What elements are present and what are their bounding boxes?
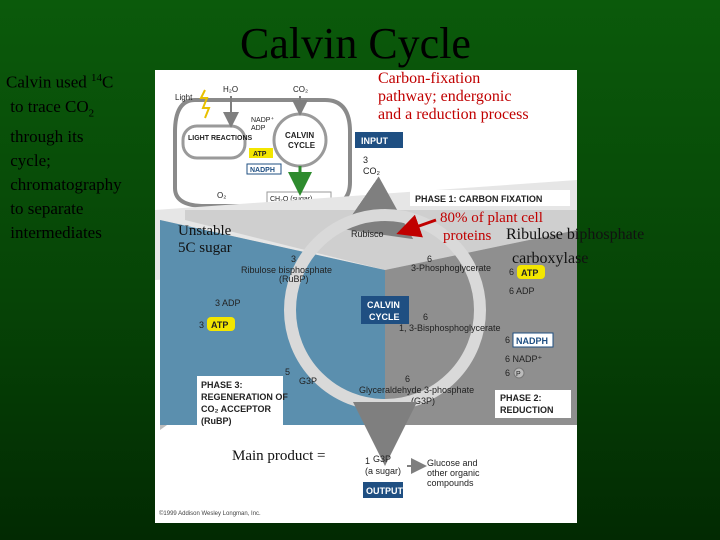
phase3-label-2: REGENERATION OF — [201, 392, 288, 402]
note-line-1: Calvin used 14C — [6, 72, 114, 92]
nadp6-label: 6 NADP⁺ — [505, 354, 543, 364]
nadp-mini-label: NADP⁺ — [251, 116, 274, 124]
glucose-label-2: other organic — [427, 468, 480, 478]
adp-mini-label: ADP — [251, 125, 266, 132]
rubisco-name-1: Ribulose biphosphate — [506, 226, 645, 243]
light-reactions-label: LIGHT REACTIONS — [188, 135, 252, 142]
light-label: Light — [175, 93, 193, 102]
bpg-label: 1, 3-Bisphosphoglycerate — [399, 323, 501, 333]
glucose-label-1: Glucose and — [427, 458, 478, 468]
note-line-7: intermediates — [10, 223, 102, 243]
phase3-label-1: PHASE 3: — [201, 380, 243, 390]
nadph-mini-label: NADPH — [250, 167, 275, 174]
atp-mini-badge — [249, 148, 273, 158]
phase2-label-1: PHASE 2: — [500, 393, 542, 403]
carbon-fixation-note: Carbon-fixation pathway; endergonic and … — [378, 70, 529, 123]
o2-label: O₂ — [217, 191, 226, 200]
output-label: OUTPUT — [366, 486, 404, 496]
phase3-label-3: CO₂ ACCEPTOR — [201, 404, 272, 414]
h2o-label: H₂O — [223, 85, 238, 94]
atp6-label: ATP — [521, 268, 538, 278]
atp6-count: 6 — [509, 267, 514, 277]
atp3-count: 3 — [199, 320, 204, 330]
g3p5-label: G3P — [299, 376, 317, 386]
calvin-cycle-figure: Light H₂O CO₂ NADP⁺ ADP LIGHT REACTIONS … — [155, 70, 577, 523]
adp3-label: 3 ADP — [215, 298, 241, 308]
calvin-center-2: CYCLE — [369, 312, 400, 322]
phase2-label-box — [495, 390, 571, 418]
atp-mini-label: ATP — [253, 151, 267, 158]
adp6-label: 6 ADP — [509, 286, 535, 296]
figure-svg: Light H₂O CO₂ NADP⁺ ADP LIGHT REACTIONS … — [155, 78, 577, 517]
phase3-label-box — [197, 376, 283, 430]
atp3-badge — [207, 317, 235, 331]
g3p5-count: 5 — [285, 367, 290, 377]
nadph-mini-badge — [246, 163, 282, 175]
rubisco-name-2: carboxylase — [512, 250, 589, 267]
input-label: INPUT — [361, 136, 389, 146]
nadph6-count: 6 — [505, 335, 510, 345]
input-co2: CO₂ — [363, 166, 381, 176]
note-line-4: cycle; — [10, 151, 51, 171]
phase2-label-2: REDUCTION — [500, 405, 554, 415]
note-line-6: to separate — [10, 199, 84, 219]
g3p6-count: 6 — [405, 374, 410, 384]
note-line-3: through its — [10, 127, 84, 147]
output-badge — [363, 482, 403, 498]
rubisco-pointer-arrow — [396, 214, 437, 238]
calvin-mini-label-1: CALVIN — [285, 131, 314, 140]
unstable-sugar-note: Unstable 5C sugar — [178, 223, 232, 256]
plant-cell-note-2: proteins — [443, 228, 492, 244]
nadph6-label: NADPH — [516, 336, 548, 346]
rubp-count: 3 — [291, 254, 296, 264]
pi6-count: 6 — [505, 368, 510, 378]
light-reactions-box — [181, 124, 247, 160]
glucose-label-3: compounds — [427, 478, 474, 488]
calvin-center-1: CALVIN — [367, 300, 400, 310]
atp6-badge — [517, 265, 545, 279]
nadph6-badge — [512, 332, 554, 348]
input-count: 3 — [363, 155, 368, 165]
calvin-mini-label-2: CYCLE — [288, 141, 316, 150]
g3p6-label-2: (G3P) — [411, 396, 435, 406]
slide-title: Calvin Cycle — [240, 19, 471, 68]
g3p-out-count: 1 — [365, 456, 370, 466]
phase1-label: PHASE 1: CARBON FIXATION — [415, 194, 542, 204]
pi-label: P — [516, 371, 521, 378]
main-product-note: Main product = — [232, 448, 326, 464]
pga-label: 3-Phosphoglycerate — [411, 263, 491, 273]
pga-count: 6 — [427, 254, 432, 264]
g3p-out-label-1: G3P — [373, 454, 391, 464]
input-badge — [355, 132, 403, 148]
note-line-5: chromatography — [10, 175, 122, 195]
bpg-count: 6 — [423, 312, 428, 322]
ch2o-label: CH₂O (sugar) — [270, 196, 312, 203]
atp3-label: ATP — [211, 320, 228, 330]
phase3-blue-region — [160, 220, 385, 425]
rubp-label-1: Ribulose bisphosphate — [241, 265, 332, 275]
plant-cell-note-1: 80% of plant cell — [440, 210, 543, 226]
rubisco-label: Rubisco — [351, 229, 384, 239]
g3p6-label-1: Glyceraldehyde 3-phosphate — [359, 385, 474, 395]
copyright-text: ©1999 Addison Wesley Longman, Inc. — [159, 510, 261, 517]
co2-label: CO₂ — [293, 85, 308, 94]
phase3-label-4: (RuBP) — [201, 416, 232, 426]
input-arrow — [342, 176, 414, 240]
light-bolt-icon — [199, 89, 211, 119]
calvin-cycle-center — [361, 296, 409, 324]
rubp-label-2: (RuBP) — [279, 274, 309, 284]
note-line-2: to trace CO2 — [10, 96, 95, 120]
g3p-out-label-2: (a sugar) — [365, 466, 401, 476]
left-notes: Calvin used 14C to trace CO2 through its… — [6, 66, 156, 245]
phase1-region — [185, 210, 577, 270]
pi-icon — [513, 367, 525, 379]
phase1-label-box — [410, 190, 570, 206]
